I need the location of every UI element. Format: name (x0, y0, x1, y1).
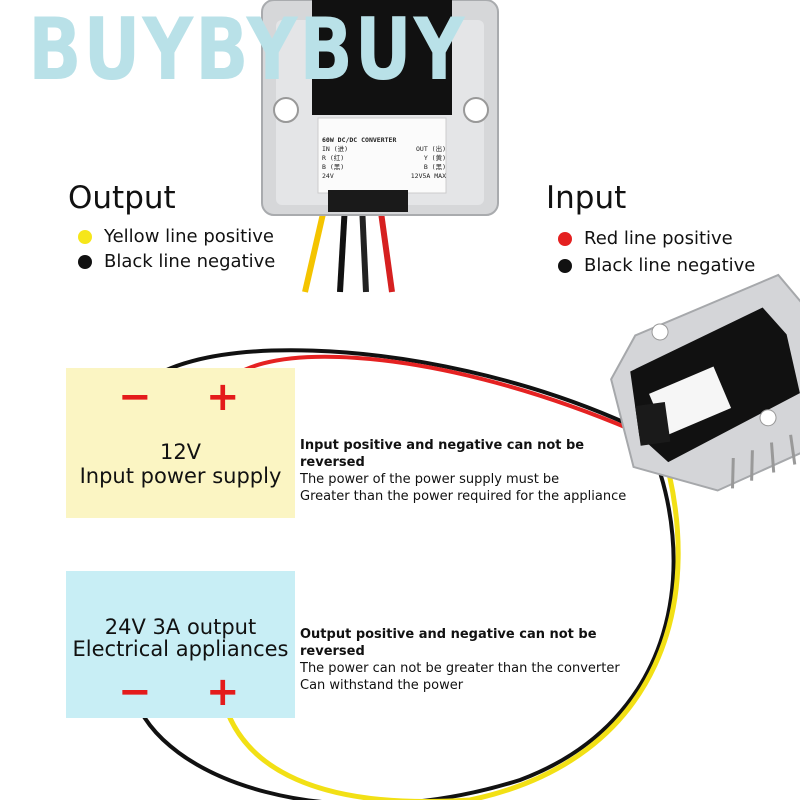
output-plus-sign: + (206, 669, 240, 715)
input-legend-black: Black line negative (558, 255, 755, 276)
red-dot-icon (558, 231, 572, 246)
converter-label: 60W DC/DC CONVERTER IN (进) OUT (出) R (红)… (322, 136, 446, 181)
black-dot-icon (558, 258, 572, 273)
output-box-label: Electrical appliances (72, 637, 289, 661)
converter-title: 60W DC/DC CONVERTER (322, 136, 397, 144)
black-dot-icon (78, 254, 92, 269)
input-red-label: Red line positive (584, 228, 733, 249)
input-box-voltage: 12V (159, 440, 202, 464)
yellow-dot-icon (78, 229, 92, 244)
input-black-label: Black line negative (584, 255, 756, 276)
input-legend-red: Red line positive (558, 228, 733, 249)
output-note-line2: Can withstand the power (300, 678, 464, 693)
output-yellow-wire (219, 439, 681, 800)
converter-in-label: IN (进) (322, 145, 349, 153)
output-note: Output positive and negative can not be … (300, 626, 640, 694)
input-minus-sign: − (118, 374, 152, 420)
watermark: BUYBYBUY (28, 0, 467, 100)
output-yellow-label: Yellow line positive (104, 226, 274, 247)
output-appliance-box: 24V 3A output Electrical appliances − + (66, 571, 295, 718)
converter-in-b: B (黑) (322, 163, 345, 171)
output-black-label: Black line negative (104, 251, 276, 272)
input-note-line1: The power of the power supply must be (300, 472, 560, 487)
output-black-wire (132, 439, 676, 800)
output-note-line1: The power can not be greater than the co… (300, 661, 620, 676)
converter-in-voltage: 24V (322, 172, 334, 180)
converter-out-b: B (黑) (423, 163, 446, 171)
input-note: Input positive and negative can not be r… (300, 437, 630, 505)
converter-in-r: R (红) (322, 154, 345, 162)
input-plus-sign: + (206, 374, 240, 420)
output-note-title: Output positive and negative can not be … (300, 627, 597, 659)
converter-out-label: OUT (出) (416, 145, 446, 153)
input-note-title: Input positive and negative can not be r… (300, 438, 585, 470)
output-minus-sign: − (118, 669, 152, 715)
converter-out-y: Y (黄) (423, 154, 446, 162)
output-box-voltage: 24V 3A output (104, 615, 257, 639)
input-box-label: Input power supply (79, 464, 282, 488)
converter-out-rating: 12V5A MAX (410, 172, 446, 180)
output-legend-yellow: Yellow line positive (78, 226, 274, 247)
input-power-box: − + 12V Input power supply (66, 368, 295, 518)
output-heading: Output (68, 180, 176, 216)
input-heading: Input (546, 180, 627, 216)
input-note-line2: Greater than the power required for the … (300, 489, 627, 504)
output-legend-black: Black line negative (78, 251, 275, 272)
